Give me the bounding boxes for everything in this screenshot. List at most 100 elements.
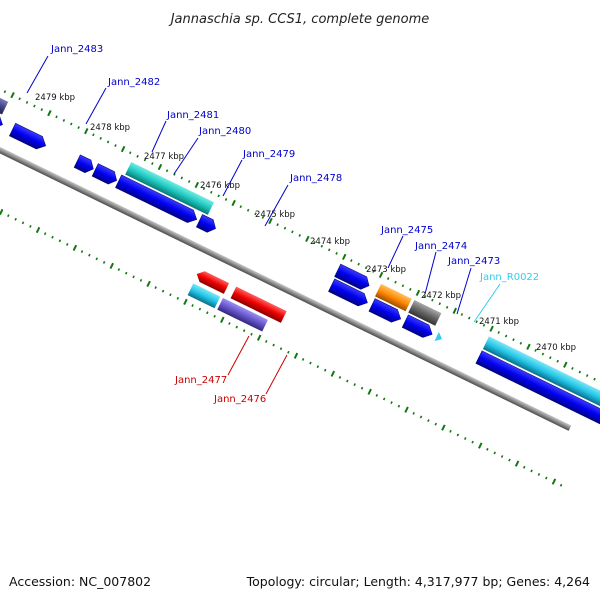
tick-mark [478,442,483,449]
track-group [0,70,600,487]
gene-label[interactable]: Jann_2481 [166,110,219,121]
tick-mark [468,316,471,320]
gene-label[interactable]: Jann_2475 [380,225,433,236]
tick-mark [526,343,531,350]
tick-mark [183,298,188,305]
tick-mark [415,289,421,296]
tick-mark [563,361,568,368]
tick-mark [265,340,268,343]
tick-mark [330,370,336,377]
tick-mark [146,280,151,288]
tick-mark [157,163,163,171]
gene-label[interactable]: Jann_2479 [242,149,295,160]
tick-mark [298,233,301,237]
tick-mark [305,235,310,243]
tick-mark [191,304,194,307]
gene-arrow[interactable] [401,314,435,341]
gene-label[interactable]: Jann_2482 [107,77,160,88]
tick-mark [551,478,557,485]
inner-tick-ruler [0,208,563,487]
gene-label[interactable]: Jann_2473 [447,256,500,267]
tick-mark [571,366,574,370]
gene-arrow[interactable] [196,214,218,234]
tick-mark [316,365,320,369]
gene-arrow[interactable] [9,122,48,152]
tick-mark [514,460,520,467]
feature-teal[interactable] [125,161,214,215]
tick-mark [293,352,299,359]
tick-mark [254,212,257,216]
rna-marker[interactable] [434,331,444,344]
gene-label[interactable]: Jann_2480 [198,126,251,137]
tick-mark [534,349,537,352]
feature-cyan[interactable] [482,336,600,411]
tick-mark [397,404,401,408]
tick-mark [519,341,523,345]
feature-gray[interactable] [408,300,442,326]
tick-mark [95,257,98,261]
gene-label[interactable]: Jann_2476 [213,394,266,405]
tick-mark [441,424,446,431]
tick-mark [194,181,200,189]
tick-mark [88,253,91,257]
tick-mark [412,411,415,415]
tick-mark [320,244,324,248]
tick-mark [268,217,273,225]
tick-mark [77,126,80,130]
genome-backbone [0,101,572,431]
tick-mark [489,325,494,332]
forward-gene-row [0,84,600,426]
tick-mark [40,108,44,112]
feature-cyan-small[interactable] [187,283,221,309]
tick-mark [165,169,169,173]
tick-mark [445,305,449,309]
tick-mark [493,451,496,455]
tick-mark [419,415,423,419]
gene-label[interactable]: Jann_2477 [174,375,227,386]
gene-arrow[interactable] [328,278,370,309]
tick-mark [449,429,452,433]
tick-mark [224,198,228,201]
tick-mark [327,248,331,252]
genome-summary-text: Topology: circular; Length: 4,317,977 bp… [246,574,590,589]
gene-arrow[interactable] [73,154,96,175]
map-title: Jannaschia sp. CCS1, complete genome [168,12,430,27]
tick-mark [154,286,157,289]
tick-mark [364,266,368,270]
tick-mark [109,262,114,270]
kbp-label: 2476 kbp [200,181,240,191]
tick-mark [132,275,135,279]
tick-mark [3,90,7,94]
feature-orange[interactable] [375,283,412,312]
outer-tick-ruler [3,90,600,386]
tick-mark [70,122,73,126]
gene-arrow[interactable] [368,298,404,326]
gene-block[interactable] [475,350,600,426]
feature-row-lower [187,269,287,332]
tick-mark [367,388,372,395]
tick-mark [404,406,409,413]
tick-mark [231,199,236,207]
tick-mark [21,221,25,225]
tick-mark [427,419,430,422]
kbp-label: 2475 kbp [255,210,295,220]
gene-arrow[interactable] [91,163,120,187]
tick-mark [460,313,464,316]
feature-purple[interactable] [217,297,268,332]
tick-mark [14,217,17,221]
tick-mark [497,331,500,334]
tick-mark [173,172,176,176]
gene-arrow[interactable] [115,174,199,226]
tick-mark [33,104,36,108]
gene-label[interactable]: Jann_2474 [414,241,467,252]
tick-mark [66,242,69,246]
gene-label[interactable]: Jann_2478 [289,173,342,184]
feature-red[interactable] [230,286,287,323]
tick-mark [559,483,563,487]
tick-mark [139,278,143,282]
gene-label[interactable]: Jann_2483 [50,44,103,55]
tick-mark [578,370,582,374]
gene-label[interactable]: Jann_R0022 [479,272,539,283]
gene-arrow-red[interactable] [194,269,230,294]
gene-arrow[interactable] [334,263,373,292]
